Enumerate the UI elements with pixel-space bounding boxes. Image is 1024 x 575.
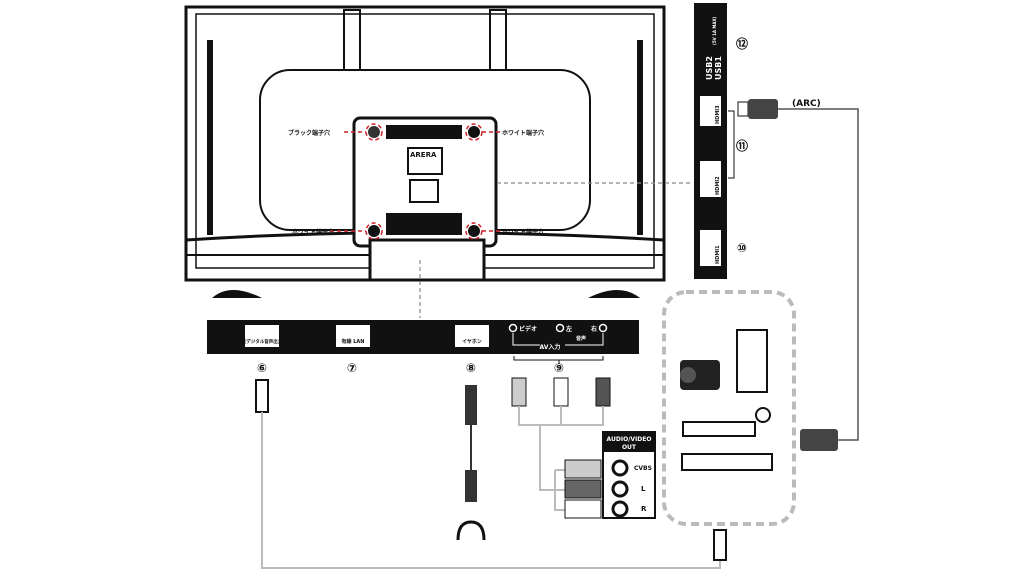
left-audio-jack[interactable] xyxy=(611,480,629,498)
tv-back xyxy=(184,5,690,318)
hdmi1-port[interactable] xyxy=(700,230,721,266)
label-8: ⑧ xyxy=(466,361,476,375)
hdmi1-label: HDMI1 xyxy=(715,245,721,264)
optical-label: 光デジタル音声出力 xyxy=(241,338,283,345)
av-out-title: AUDIO/VIDEO xyxy=(607,436,652,443)
satellite-icon xyxy=(755,407,771,423)
arc-label: (ARC) xyxy=(792,99,821,109)
cvbs-jack[interactable] xyxy=(611,459,629,477)
dvd-player-icon xyxy=(682,421,756,437)
white-terminal-label: ホワイト端子穴 xyxy=(502,228,544,236)
rca-cable xyxy=(511,377,611,519)
av-out-subtitle: OUT xyxy=(622,444,637,451)
label-6: ⑥ xyxy=(257,361,267,375)
label-9: ⑨ xyxy=(554,361,564,375)
lan-port[interactable] xyxy=(336,325,370,347)
external-devices-group xyxy=(662,290,796,526)
r-label: R xyxy=(641,505,647,513)
black-terminal-label: ブラック端子穴 xyxy=(288,129,330,137)
hdmi3-port[interactable] xyxy=(700,96,721,126)
earphone-port[interactable] xyxy=(455,325,489,347)
hdmi-cable xyxy=(737,99,859,451)
optical-cable xyxy=(255,379,727,569)
brand-logo: ARERA xyxy=(410,151,437,159)
audio-label: 音声 xyxy=(576,335,586,342)
usb1-label: USB1 xyxy=(714,56,723,80)
right-label: 右 xyxy=(590,325,597,333)
video-jack[interactable] xyxy=(508,323,518,333)
audio-right-jack[interactable] xyxy=(598,323,608,333)
lan-label: 有線 LAN xyxy=(342,338,365,345)
audio-left-jack[interactable] xyxy=(555,323,565,333)
white-terminal-label: ホワイト端子穴 xyxy=(502,129,544,137)
av-input-label: AV入力 xyxy=(540,343,561,351)
hdmi2-port[interactable] xyxy=(700,161,721,197)
usb-note: (5V 1A MAX) xyxy=(712,16,717,45)
av-receiver-icon xyxy=(681,453,773,471)
l-label: L xyxy=(641,485,646,493)
label-12: ⑫ xyxy=(736,36,748,51)
cvbs-label: CVBS xyxy=(634,465,652,472)
label-11: ⑪ xyxy=(736,138,748,153)
usb2-label: USB2 xyxy=(705,56,714,80)
earphone-cable xyxy=(456,385,486,541)
optical-port[interactable] xyxy=(245,325,279,347)
label-7: ⑦ xyxy=(347,361,357,375)
right-audio-jack[interactable] xyxy=(611,500,629,518)
hdmi3-label: HDMI3 xyxy=(715,105,721,124)
left-label: 左 xyxy=(565,325,572,333)
camcorder-icon xyxy=(680,360,720,390)
hdmi2-label: HDMI2 xyxy=(715,176,721,195)
label-10: ⑩ xyxy=(737,241,747,255)
earphone-label: イヤホン xyxy=(462,338,482,345)
game-console-icon xyxy=(736,329,768,393)
video-label: ビデオ xyxy=(519,325,537,333)
white-terminal-label: ホワイト端子穴 xyxy=(292,228,334,236)
